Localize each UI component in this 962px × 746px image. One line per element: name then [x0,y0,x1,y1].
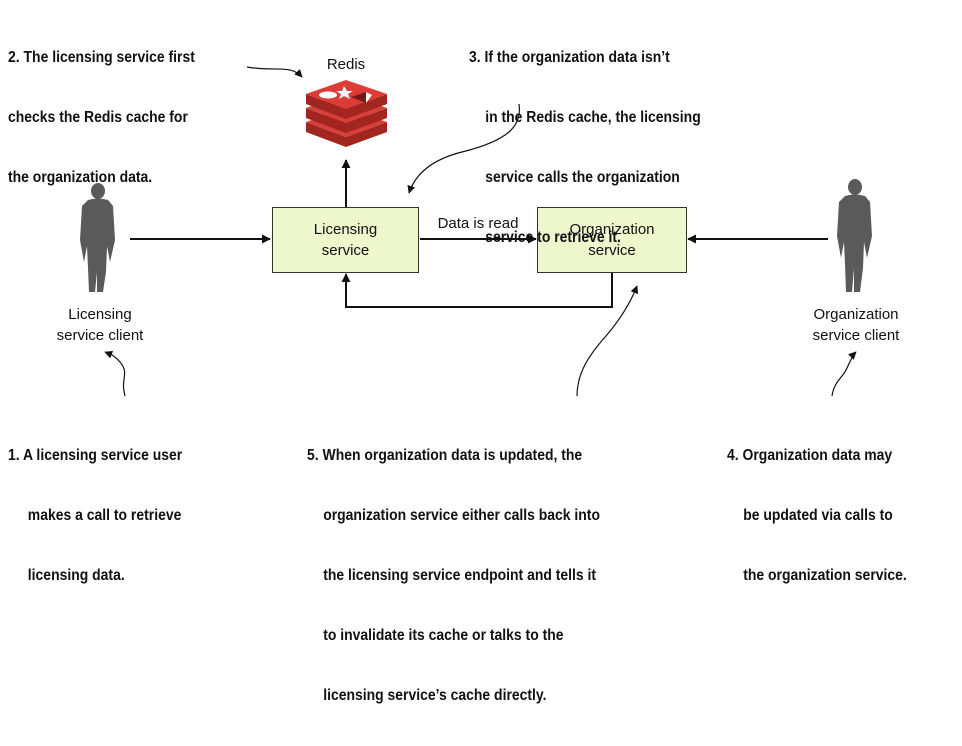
organization-service-node: Organization service [537,207,687,273]
organization-service-line2: service [588,242,636,259]
note-1: 1. A licensing service user makes a call… [8,406,182,626]
redis-label-text: Redis [326,56,366,73]
organization-client-line2: service client [812,327,900,344]
data-is-read-text: Data is read [437,215,519,232]
note-2-line-3: the organization data. [8,169,153,186]
note-4-line-2: be updated via calls to [743,507,893,524]
note-3-line-1: If the organization data isn’t [484,49,670,66]
organization-client-label: Organization service client [786,304,926,346]
note-5-line-4: to invalidate its cache or talks to the [323,627,564,644]
licensing-service-line2: service [321,242,370,259]
note-4-line-1: Organization data may [742,447,893,464]
organization-client-line1: Organization [813,306,899,323]
note-4-number: 4. [727,447,739,464]
licensing-client-line2: service client [56,327,144,344]
note-1-line-1: A licensing service user [23,447,183,464]
redis-label: Redis [306,54,386,75]
diagram: Redis Licensing service Organization ser… [8,8,926,704]
note-5-line-5: licensing service’s cache directly. [323,687,547,704]
note-2: 2. The licensing service first checks th… [8,8,195,228]
licensing-client-label: Licensing service client [30,304,170,346]
note-4: 4. Organization data may be updated via … [727,406,907,626]
note-3-number: 3. [469,49,481,66]
data-is-read-label: Data is read [426,213,530,234]
note-5-number: 5. [307,447,319,464]
note-3-line-2: in the Redis cache, the licensing [485,109,701,126]
licensing-service-node: Licensing service [272,207,419,273]
note-1-line-2: makes a call to retrieve [27,507,182,524]
note-2-line-1: The licensing service first [23,49,195,66]
note-1-line-3: licensing data. [27,567,125,584]
note-4-line-3: the organization service. [743,567,907,584]
note-5-line-2: organization service either calls back i… [323,507,600,524]
licensing-service-line1: Licensing [313,221,378,238]
person-icon [80,183,115,292]
licensing-client-line1: Licensing [68,306,132,323]
diagram-graphics [80,66,872,397]
note-3: 3. If the organization data isn’t in the… [469,8,701,288]
person-icon [837,179,872,292]
note-5-line-1: When organization data is updated, the [322,447,583,464]
note-5-line-3: the licensing service endpoint and tells… [323,567,597,584]
note-3-line-3: service calls the organization [485,169,680,186]
note-2-number: 2. [8,49,20,66]
note-1-number: 1. [8,447,20,464]
organization-service-line1: Organization [569,221,655,238]
note-5: 5. When organization data is updated, th… [307,406,600,746]
note-3-line-4: service to retrieve it. [485,229,621,246]
note-2-line-2: checks the Redis cache for [8,109,188,126]
redis-logo-icon [306,80,387,147]
